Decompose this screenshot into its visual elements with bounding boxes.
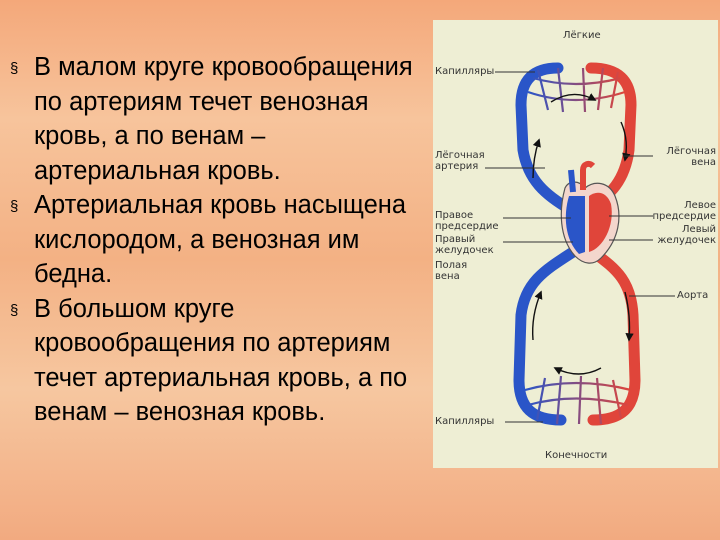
bullet-list: § В малом круге кровообращения по артери… xyxy=(8,50,438,430)
bullet-item: § В малом круге кровообращения по артери… xyxy=(8,50,438,188)
label-right-atrium: Правое предсердие xyxy=(435,210,499,232)
label-aorta: Аорта xyxy=(677,290,709,301)
label-vena-cava: Полая вена xyxy=(435,260,468,282)
flow-arrow xyxy=(624,291,634,342)
bullet-marker-icon: § xyxy=(10,301,19,319)
flow-arrow xyxy=(620,121,631,162)
bullet-item: § Артериальная кровь насыщена кислородом… xyxy=(8,188,438,292)
label-left-ventricle: Левый желудочек xyxy=(657,224,716,246)
label-pulmonary-vein: Лёгочная вена xyxy=(666,146,716,168)
flow-arrow xyxy=(531,290,543,341)
flow-arrow xyxy=(550,93,597,103)
flow-arrow xyxy=(553,367,602,375)
label-extremities: Конечности xyxy=(545,450,608,461)
bullet-text: В малом круге кровообращения по артериям… xyxy=(34,53,413,185)
label-pulmonary-artery: Лёгочная артерия xyxy=(435,150,485,172)
bullet-item: § В большом круге кровообращения по арте… xyxy=(8,292,438,430)
bullet-marker-icon: § xyxy=(10,198,19,215)
pulmonary-artery-vessel xyxy=(515,62,577,216)
right-heart xyxy=(565,196,585,254)
circulation-svg xyxy=(485,62,675,426)
bullet-marker-icon: § xyxy=(10,60,19,77)
left-heart xyxy=(589,192,612,252)
label-lungs: Лёгкие xyxy=(563,30,601,41)
aorta-vessel xyxy=(587,246,641,426)
flow-arrow xyxy=(532,138,541,179)
heart xyxy=(560,160,620,264)
bullet-text: В большом круге кровообращения по артери… xyxy=(34,294,408,427)
circulation-diagram: Лёгкие Капилляры Лёгочная артерия Лёгочн… xyxy=(433,20,718,468)
lung-capillaries xyxy=(527,67,626,113)
label-capillaries-top: Капилляры xyxy=(435,66,495,77)
label-right-ventricle: Правый желудочек xyxy=(435,234,494,256)
label-left-atrium: Левое предсердие xyxy=(652,200,716,222)
body-capillaries xyxy=(524,375,632,425)
label-capillaries-bottom: Капилляры xyxy=(435,416,495,427)
leader-lines xyxy=(485,71,675,423)
bullet-text: Артериальная кровь насыщена кислородом, … xyxy=(34,191,407,288)
vena-cava-vessel xyxy=(513,246,579,426)
